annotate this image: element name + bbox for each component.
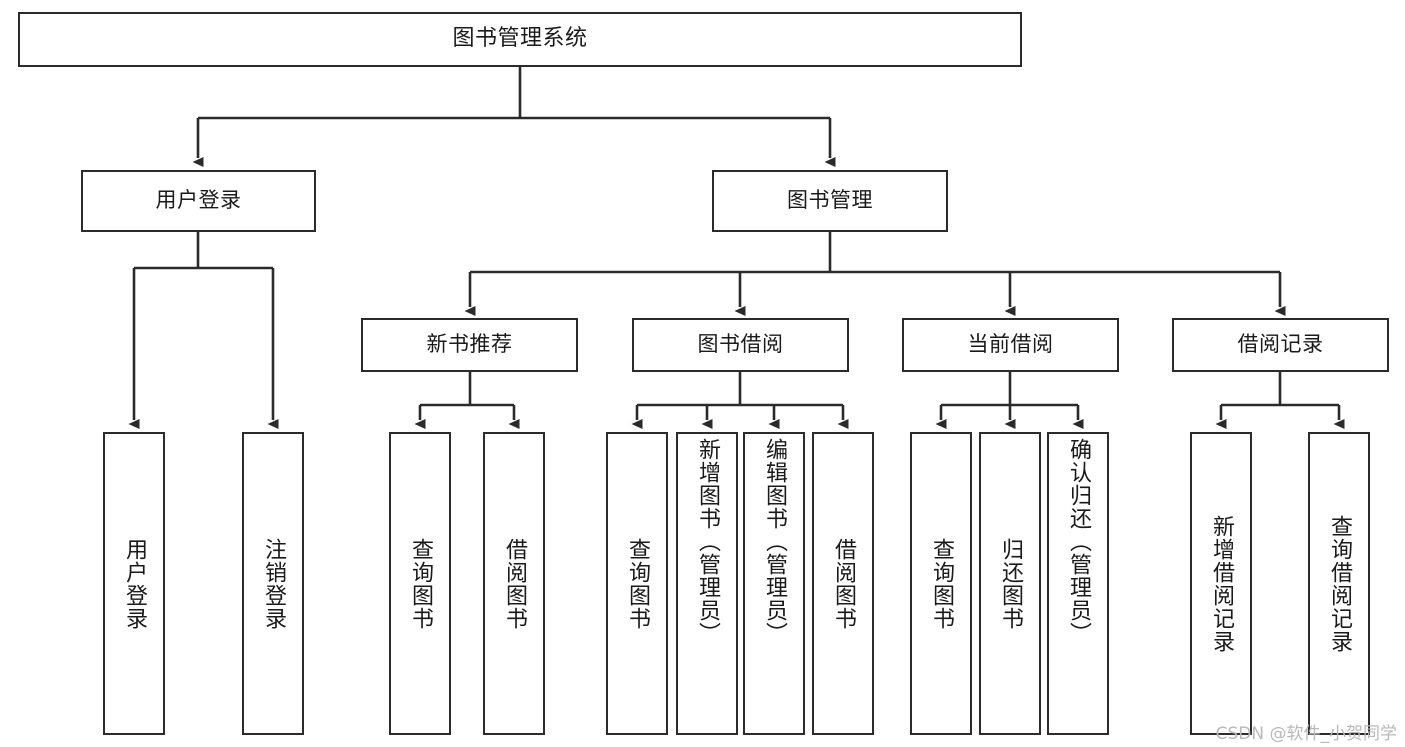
leaf-borrow-book-recommend[interactable]: 借阅图书 <box>483 432 545 735</box>
node-label: 新增图书（管理员） <box>694 438 720 645</box>
node-label: 归还图书 <box>997 537 1023 630</box>
node-label: 注销登录 <box>260 537 286 630</box>
leaf-logout-login[interactable]: 注销登录 <box>242 432 304 735</box>
node-label: 查询借阅记录 <box>1326 514 1352 653</box>
leaf-return-book[interactable]: 归还图书 <box>979 432 1041 735</box>
node-label: 确认归还（管理员） <box>1065 438 1091 645</box>
node-label: 用户登录 <box>121 537 147 630</box>
node-label: 图书管理系统 <box>452 26 588 52</box>
leaf-add-borrow-record[interactable]: 新增借阅记录 <box>1190 432 1252 735</box>
node-label: 查询图书 <box>407 537 433 630</box>
node-user-login[interactable]: 用户登录 <box>81 170 316 232</box>
node-label: 查询图书 <box>928 537 954 630</box>
csdn-watermark: CSDN @软件_小贺同学 <box>1215 724 1397 744</box>
node-label: 用户登录 <box>155 188 242 213</box>
node-label: 当前借阅 <box>967 332 1054 357</box>
leaf-edit-book[interactable]: 编辑图书（管理员） <box>743 432 805 735</box>
node-book-management[interactable]: 图书管理 <box>712 170 948 232</box>
node-label: 借阅图书 <box>501 537 527 630</box>
node-label: 新书推荐 <box>426 332 513 357</box>
leaf-query-borrow-record[interactable]: 查询借阅记录 <box>1308 432 1370 735</box>
leaf-user-login[interactable]: 用户登录 <box>103 432 165 735</box>
leaf-confirm-return[interactable]: 确认归还（管理员） <box>1047 432 1109 735</box>
node-label: 图书管理 <box>787 188 873 213</box>
node-current-borrow[interactable]: 当前借阅 <box>902 318 1119 372</box>
leaf-query-book-borrow[interactable]: 查询图书 <box>606 432 668 735</box>
leaf-query-book-current[interactable]: 查询图书 <box>910 432 972 735</box>
node-book-borrow[interactable]: 图书借阅 <box>632 318 849 372</box>
leaf-query-book-recommend[interactable]: 查询图书 <box>389 432 451 735</box>
node-root-system[interactable]: 图书管理系统 <box>18 12 1022 67</box>
node-borrow-record[interactable]: 借阅记录 <box>1172 318 1389 372</box>
node-label: 新增借阅记录 <box>1208 514 1234 653</box>
node-label: 借阅图书 <box>830 537 856 630</box>
node-label: 图书借阅 <box>697 332 784 357</box>
leaf-add-book[interactable]: 新增图书（管理员） <box>676 432 738 735</box>
leaf-borrow-book[interactable]: 借阅图书 <box>812 432 874 735</box>
node-new-book-recommend[interactable]: 新书推荐 <box>361 318 578 372</box>
node-label: 查询图书 <box>624 537 650 630</box>
node-label: 借阅记录 <box>1237 332 1324 357</box>
node-label: 编辑图书（管理员） <box>761 438 787 645</box>
